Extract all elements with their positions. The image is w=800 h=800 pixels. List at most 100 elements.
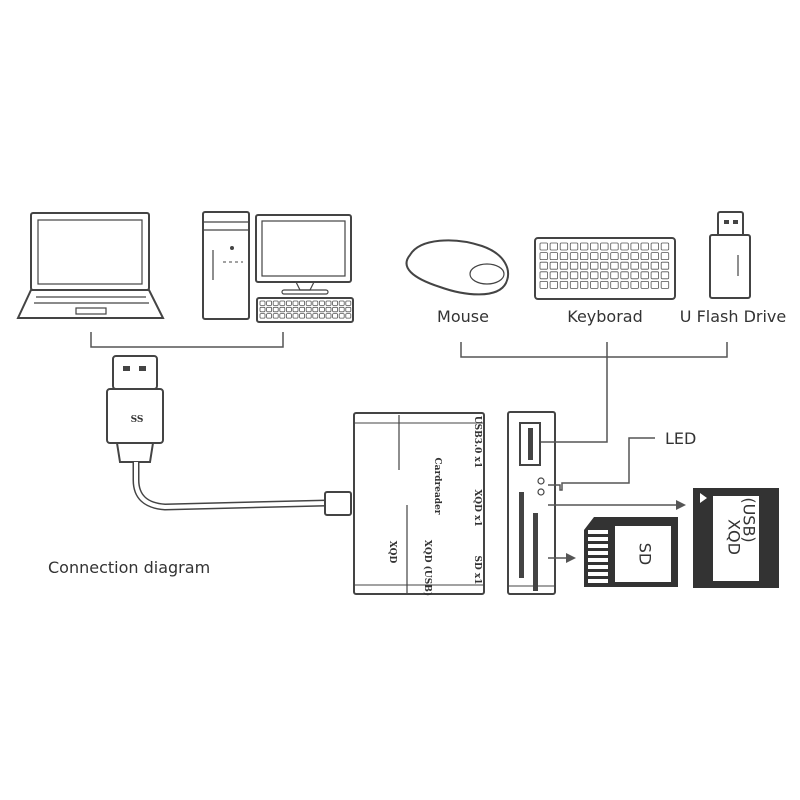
led-callout-line: [548, 437, 655, 491]
key: [610, 242, 619, 251]
key: [660, 271, 670, 280]
mouse-icon: [405, 239, 510, 296]
key: [630, 242, 639, 251]
key: [610, 252, 619, 261]
key: [345, 306, 352, 313]
key: [580, 271, 589, 280]
usb-connection-line: [541, 342, 608, 443]
key: [332, 313, 339, 319]
sd-pin: [588, 572, 608, 576]
key: [325, 300, 332, 306]
key: [285, 313, 292, 319]
key: [539, 252, 548, 261]
key: [610, 261, 619, 270]
key: [549, 242, 558, 251]
key: [630, 261, 639, 270]
key: [285, 306, 292, 313]
key: [590, 242, 599, 251]
key: [630, 280, 639, 289]
sd-pin: [588, 551, 608, 555]
key: [590, 271, 599, 280]
key: [559, 242, 569, 251]
key: [660, 280, 670, 289]
key: [650, 271, 659, 280]
key: [312, 313, 319, 319]
sd-slot: [533, 513, 538, 591]
card-reader-side-panel: [507, 411, 556, 595]
key: [292, 313, 299, 319]
key: [266, 313, 273, 319]
key: [600, 280, 609, 289]
led-indicator: [537, 477, 545, 485]
sd-insert-arrow: [548, 553, 576, 563]
key: [650, 242, 659, 251]
flash-drive-label: U Flash Drive: [680, 307, 786, 326]
key: [345, 313, 352, 319]
key: [640, 242, 649, 251]
key: [549, 271, 558, 280]
key: [620, 280, 629, 289]
sd-pin: [588, 558, 608, 562]
key: [299, 300, 306, 306]
key: [580, 261, 589, 270]
key: [580, 252, 589, 261]
reader-port-sd: SD x1: [472, 555, 482, 584]
reader-product-name: Cardreader: [432, 457, 442, 514]
key: [279, 300, 286, 306]
sd-pin: [588, 579, 608, 583]
key: [569, 271, 579, 280]
laptop-icon: [16, 212, 165, 319]
key: [620, 271, 629, 280]
reader-port-xqd: XQD x1: [472, 489, 482, 526]
key: [600, 242, 609, 251]
key: [660, 242, 670, 251]
key: [620, 252, 629, 261]
key: [590, 261, 599, 270]
key: [305, 306, 312, 313]
key: [325, 306, 332, 313]
monitor-icon: [255, 214, 352, 295]
key: [292, 300, 299, 306]
key: [539, 261, 548, 270]
key: [312, 300, 319, 306]
keyboard-label: Keyborad: [567, 307, 643, 326]
key: [338, 306, 345, 313]
reader-port-usb: USB3.0 x1: [472, 416, 482, 468]
key: [266, 306, 273, 313]
key: [318, 306, 325, 313]
key: [580, 280, 589, 289]
reader-brand: XQD: [387, 541, 397, 564]
usb-cable: [132, 462, 328, 511]
key: [259, 306, 266, 313]
key: [292, 306, 299, 313]
key: [539, 280, 548, 289]
key: [600, 252, 609, 261]
key: [600, 271, 609, 280]
key: [650, 280, 659, 289]
usb-flash-drive-icon: [709, 211, 751, 299]
key: [312, 306, 319, 313]
key: [318, 313, 325, 319]
reader-slot-label: XQD (USB): [422, 540, 433, 596]
key: [559, 261, 569, 270]
key: [640, 280, 649, 289]
key: [325, 313, 332, 319]
sd-pin: [588, 565, 608, 569]
led-label: LED: [665, 429, 696, 448]
mouse-label: Mouse: [437, 307, 489, 326]
xqd-card-label: XQD: [725, 519, 744, 555]
key: [650, 252, 659, 261]
xqd-card-sublabel: (USB): [740, 497, 759, 542]
card-reader-body: XQD XQD (USB) Cardreader USB3.0 x1 XQD x…: [353, 412, 485, 596]
key: [590, 252, 599, 261]
key: [630, 252, 639, 261]
keyboard-icon: [534, 237, 676, 300]
xqd-insert-arrow: [548, 500, 686, 510]
key: [660, 252, 670, 261]
key: [610, 280, 619, 289]
key: [569, 252, 579, 261]
sd-pin: [588, 537, 608, 541]
computers-bracket: [90, 332, 284, 348]
key: [559, 271, 569, 280]
diagram-caption: Connection diagram: [48, 558, 210, 577]
